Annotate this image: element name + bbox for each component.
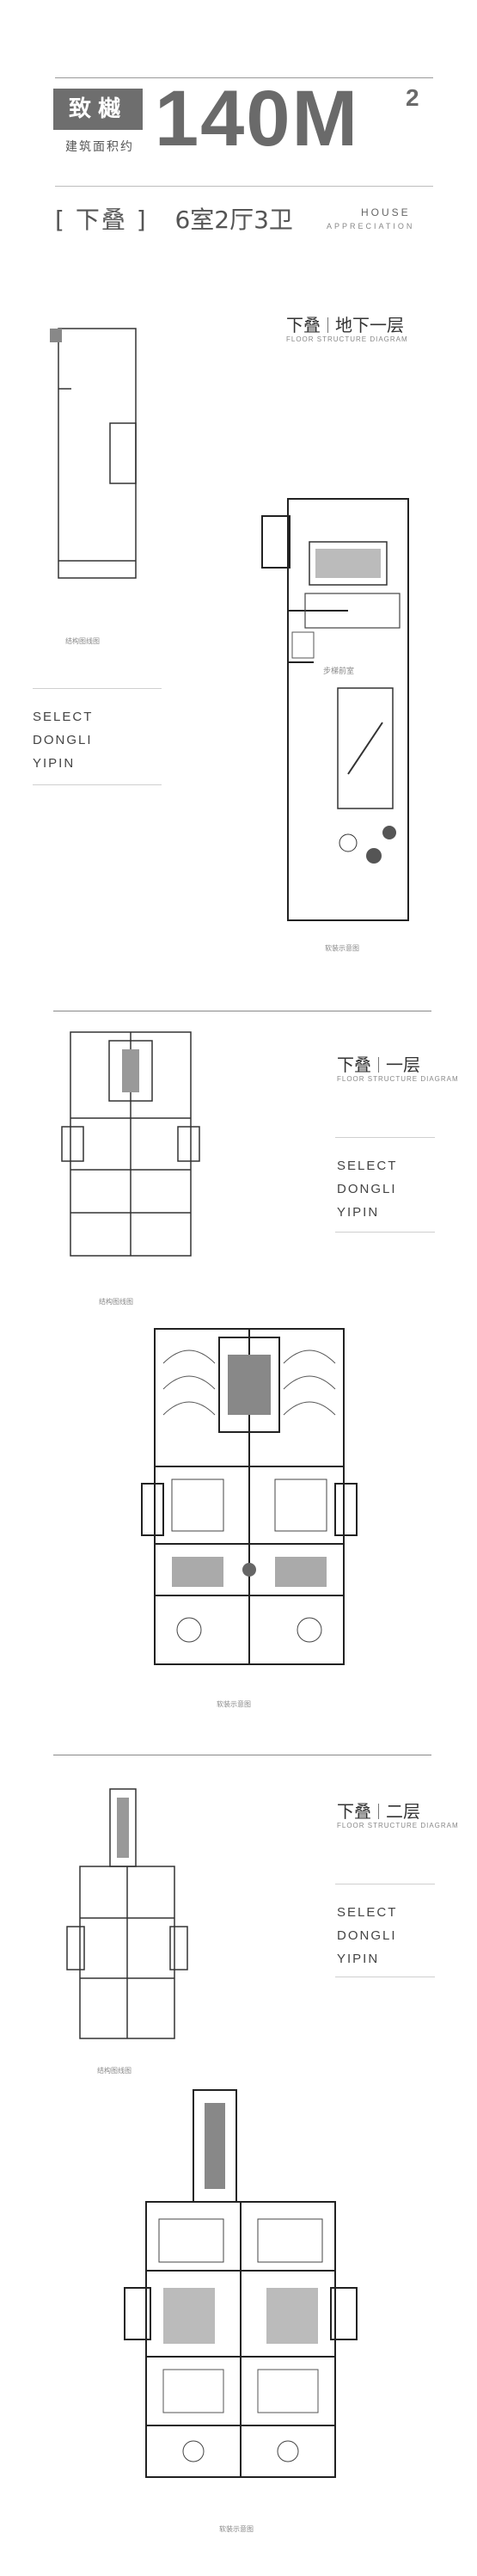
floor2-structure-caption: 结构图线图 xyxy=(97,2067,131,2075)
basement-title-floor: 地下一层 xyxy=(335,315,404,335)
basement-select-bottom-line xyxy=(33,784,162,785)
basement-subtitle: FLOOR STRUCTURE DIAGRAM xyxy=(286,335,408,343)
area-label: 建筑面积约 xyxy=(65,140,134,154)
floor1-subtitle: FLOOR STRUCTURE DIAGRAM xyxy=(337,1075,459,1083)
floor2-title: 下叠二层 xyxy=(337,1798,420,1823)
floor1-structure-plan xyxy=(53,1024,208,1282)
basement-title: 下叠地下一层 xyxy=(286,311,404,336)
product-name-badge: 致樾 xyxy=(53,89,143,130)
floor2-structure-plan xyxy=(58,1780,196,2056)
floor1-select-block: SELECT DONGLI YIPIN xyxy=(337,1154,397,1224)
basement-select-block: SELECT DONGLI YIPIN xyxy=(33,705,93,775)
header-top-divider xyxy=(55,77,433,78)
floor2-select-line-3: YIPIN xyxy=(337,1952,380,1966)
header-divider xyxy=(55,186,433,187)
basement-select-top-line xyxy=(33,688,162,689)
floor2-title-type: 下叠 xyxy=(337,1801,371,1822)
floor2-select-block: SELECT DONGLI YIPIN xyxy=(337,1901,397,1970)
area-value: 140M xyxy=(155,75,360,163)
floor1-furnished-caption: 软装示意图 xyxy=(217,1700,251,1708)
basement-select-line-3: YIPIN xyxy=(33,756,76,771)
floor1-select-top-line xyxy=(335,1137,435,1138)
house-type-line: [ 下叠 ] 6室2厅3卫 xyxy=(55,201,293,236)
house-type: [ 下叠 ] xyxy=(55,206,148,234)
floor1-structure-caption: 结构图线图 xyxy=(99,1298,133,1306)
basement-title-type: 下叠 xyxy=(286,315,321,335)
basement-structure-plan xyxy=(33,320,144,612)
appreciation-en-label: APPRECIATION xyxy=(327,222,415,231)
floor1-title-floor: 一层 xyxy=(386,1054,420,1075)
basement-furnished-plan xyxy=(245,482,417,929)
basement-select-line-1: SELECT xyxy=(33,710,94,724)
floor2-select-line-1: SELECT xyxy=(337,1905,398,1920)
floor2-select-line-2: DONGLI xyxy=(337,1928,397,1943)
basement-select-line-2: DONGLI xyxy=(33,733,93,747)
floor2-furnished-caption: 软装示意图 xyxy=(219,2525,254,2533)
floor1-select-line-1: SELECT xyxy=(337,1159,398,1173)
room-layout: 6室2厅3卫 xyxy=(174,206,293,234)
basement-room-label: 步梯前室 xyxy=(323,667,355,676)
house-en-label: HOUSE xyxy=(361,206,411,218)
floor1-select-line-3: YIPIN xyxy=(337,1205,380,1220)
floor2-subtitle: FLOOR STRUCTURE DIAGRAM xyxy=(337,1822,459,1829)
floor2-furnished-plan xyxy=(112,2081,370,2511)
floor2-title-floor: 二层 xyxy=(386,1801,420,1822)
basement-structure-caption: 结构图线图 xyxy=(65,637,100,645)
floor1-select-line-2: DONGLI xyxy=(337,1182,397,1196)
floor1-title: 下叠一层 xyxy=(337,1051,420,1076)
basement-furnished-caption: 软装示意图 xyxy=(325,944,359,952)
floor1-title-type: 下叠 xyxy=(337,1054,371,1075)
area-unit-superscript: 2 xyxy=(406,84,419,111)
floor1-furnished-plan xyxy=(138,1312,361,1690)
floor1-select-bottom-line xyxy=(335,1232,435,1233)
